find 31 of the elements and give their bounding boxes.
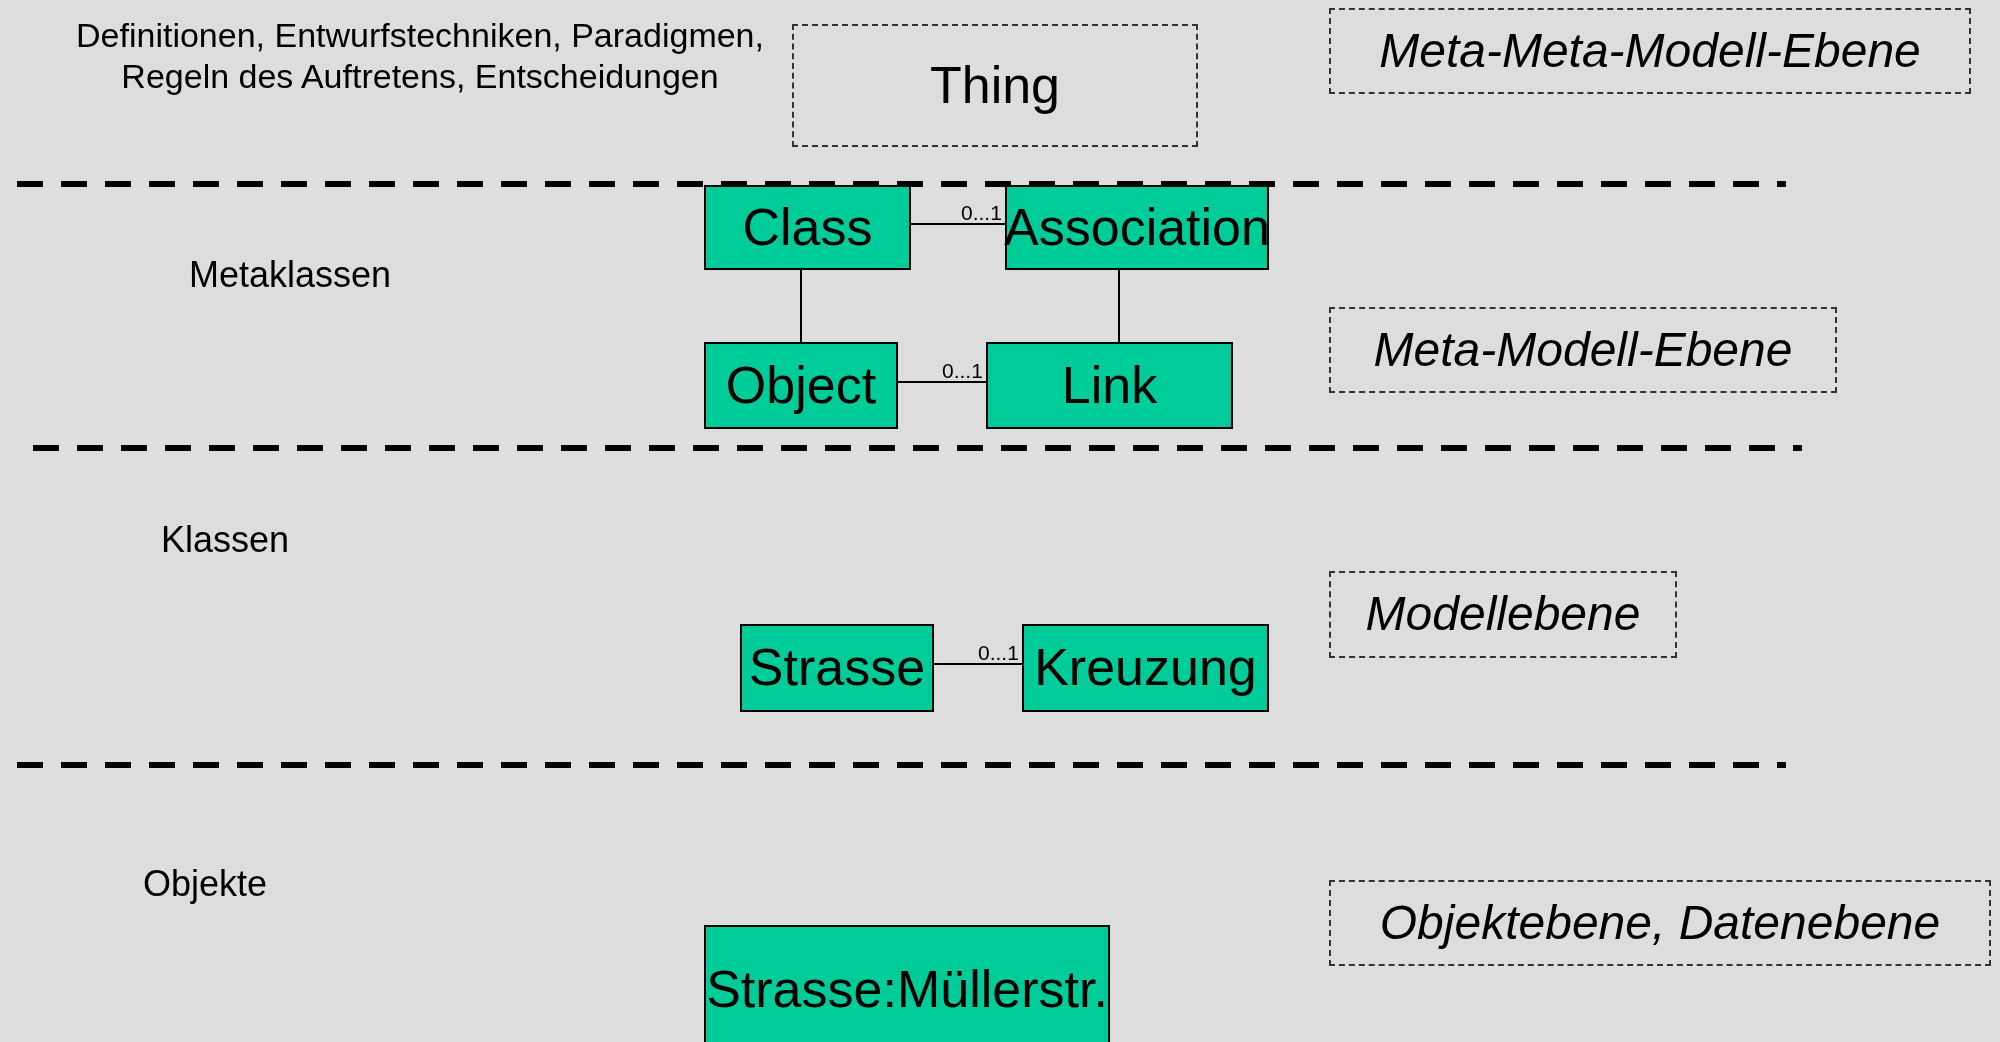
class-box xyxy=(986,342,1233,429)
box-label: Strasse xyxy=(748,639,926,697)
box-label: Meta-Meta-Modell-Ebene xyxy=(1379,24,1921,78)
level-label-box xyxy=(1329,571,1677,658)
box-label: Meta-Modell-Ebene xyxy=(1373,323,1793,377)
description-text: Definitionen, Entwurfstechniken, Paradigmen, Regeln des Auftretens, Entscheidungen xyxy=(75,15,765,97)
class-box xyxy=(704,342,898,429)
class-box xyxy=(1022,624,1269,712)
box-label: Kreuzung xyxy=(1034,639,1257,697)
class-box xyxy=(704,925,1110,1042)
box-label: Class xyxy=(742,198,873,257)
layer-label: Klassen xyxy=(159,518,291,562)
box-label: Link xyxy=(1061,356,1158,415)
connector-line xyxy=(910,223,1006,225)
level-label-box xyxy=(1329,880,1991,966)
box-label: Strasse:Müllerstr. xyxy=(706,961,1108,1019)
box-label: Objektebene, Datenebene xyxy=(1379,896,1941,950)
dashed-box xyxy=(792,24,1198,147)
level-label-box xyxy=(1329,307,1837,393)
class-box xyxy=(704,185,911,270)
connector-line xyxy=(933,663,1023,665)
level-label-box xyxy=(1329,8,1971,94)
class-box xyxy=(740,624,934,712)
box-label: Object xyxy=(725,356,877,415)
connector-line xyxy=(800,269,802,343)
box-label: Modellebene xyxy=(1365,588,1641,641)
connector-line xyxy=(897,381,987,383)
box-label: Thing xyxy=(929,56,1061,115)
layer-label: Objekte xyxy=(141,862,269,906)
layer-label: Metaklassen xyxy=(187,253,393,297)
connector-line xyxy=(1118,269,1120,343)
